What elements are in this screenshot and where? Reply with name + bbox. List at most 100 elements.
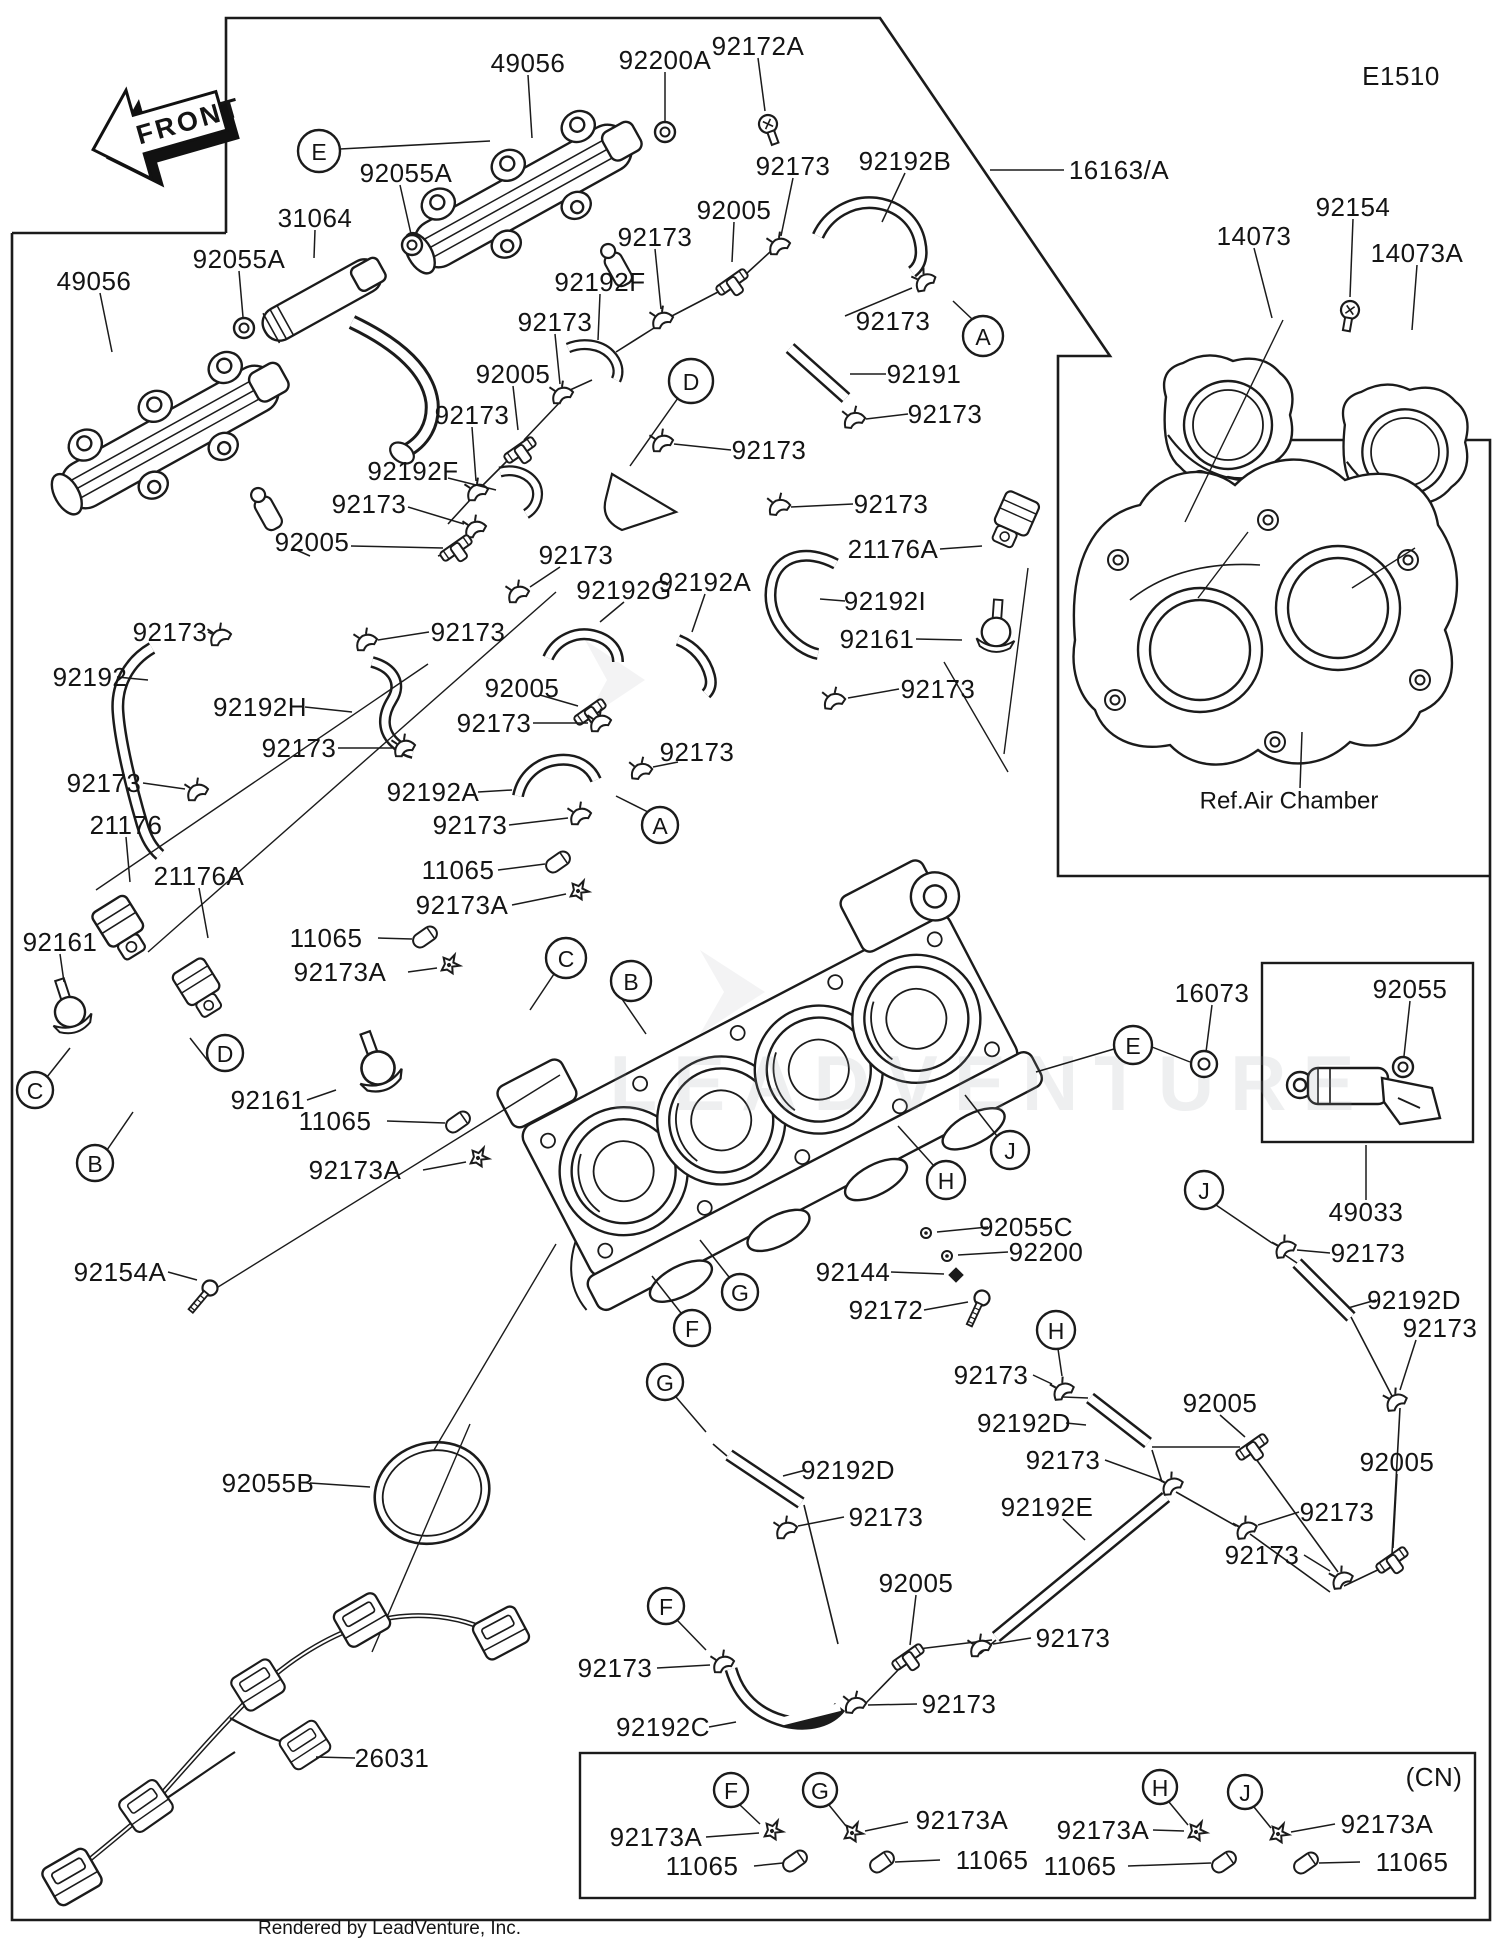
part-label-14073A: 14073A — [1371, 238, 1463, 331]
injector-small-left — [250, 486, 283, 532]
part-number-text: 14073 — [1217, 221, 1292, 251]
part-number-text: 92172A — [712, 31, 805, 61]
part-number-text: 92173 — [856, 306, 931, 336]
callout-letter: E — [311, 139, 326, 165]
part-number-text: 92191 — [887, 359, 962, 389]
part-label-92173: 92173 — [348, 617, 505, 654]
oring-icon — [1391, 1055, 1415, 1079]
callout-C: C — [529, 936, 588, 1011]
part-number-text: 92192B — [859, 146, 952, 176]
part-number-text: 92200A — [619, 45, 712, 75]
part-label-92161: 92161 — [231, 1085, 337, 1115]
part-number-text: 92173 — [849, 1502, 924, 1532]
part-number-text: E1510 — [1362, 61, 1440, 91]
callout-G: G — [645, 1362, 707, 1433]
part-number-text: 92173 — [1300, 1497, 1375, 1527]
part-label-92173: 92173 — [67, 768, 211, 804]
callout-E: E — [296, 128, 491, 174]
part-label-92173: 92173 — [332, 489, 489, 541]
callout-H: H — [1141, 1768, 1189, 1826]
part-number-text: 92192G — [576, 575, 672, 605]
part-number-text: 92192F — [554, 267, 645, 297]
hose-guard — [603, 472, 679, 532]
sensor-21176A — [169, 955, 232, 1023]
part-label-92055C: 92055C — [920, 1212, 1073, 1242]
part-label-92173: 92173 — [1026, 1445, 1186, 1499]
part-number-text: 92173 — [578, 1653, 653, 1683]
callout-F: F — [651, 1275, 712, 1348]
part-label-92173A: 92173A — [1264, 1809, 1434, 1848]
part-number-text: 92173 — [133, 617, 208, 647]
part-number-text: 92055B — [222, 1468, 315, 1498]
callout-B: B — [75, 1111, 134, 1183]
part-number-text: 92173 — [1403, 1313, 1478, 1343]
part-number-text: 92173 — [854, 489, 929, 519]
clamp-icon — [762, 489, 793, 519]
part-label-92192D: 92192D — [782, 1455, 895, 1485]
tee-icon — [714, 267, 755, 305]
clip-icon — [435, 951, 464, 979]
part-label-E1510: E1510 — [1362, 61, 1440, 91]
clamp-icon — [644, 425, 676, 455]
part-number-text: 92173A — [1341, 1809, 1434, 1839]
part-label-92161: 92161 — [23, 927, 98, 983]
callout-letter: F — [724, 1778, 738, 1804]
callout-A: A — [615, 795, 680, 845]
callout-J: J — [1226, 1773, 1272, 1829]
part-number-text: 92192C — [616, 1712, 710, 1742]
part-label-92173: 92173 — [1378, 1313, 1478, 1415]
clip-icon — [1182, 1818, 1211, 1846]
screw-icon — [961, 1286, 994, 1330]
part-number-text: 49033 — [1329, 1197, 1404, 1227]
part-label-92161: 92161 — [840, 624, 963, 654]
part-label-92173: 92173 — [962, 1623, 1110, 1660]
part-label-92173: 92173 — [518, 307, 593, 407]
pin-icon — [866, 1847, 898, 1877]
oring-icon — [400, 233, 424, 257]
part-label-92173: 92173 — [837, 399, 982, 432]
part-number-text: 92161 — [231, 1085, 306, 1115]
part-label-26031: 26031 — [315, 1743, 429, 1773]
part-number-text: 92200 — [1009, 1237, 1084, 1267]
part-number-text: 92173 — [457, 708, 532, 738]
part-number-text: (CN) — [1406, 1762, 1463, 1792]
part-number-text: 92173 — [518, 307, 593, 337]
part-number-text: 92173A — [1057, 1815, 1150, 1845]
part-label-92192F: 92192F — [367, 456, 497, 491]
throttle-body — [496, 859, 1044, 1312]
clamp-icon — [768, 1512, 800, 1542]
gasket-92055B — [373, 1440, 491, 1546]
part-number-text: 92192D — [1367, 1285, 1461, 1315]
sensor-92161-mid — [343, 1024, 408, 1099]
part-number-text: 92005 — [485, 673, 560, 703]
part-label-92173: 92173 — [762, 489, 929, 519]
callout-letter: F — [685, 1316, 699, 1342]
part-number-text: 92161 — [23, 927, 98, 957]
part-number-text: 92173A — [416, 890, 509, 920]
part-number-text: 92173 — [539, 540, 614, 570]
callout-letter: C — [27, 1078, 44, 1104]
part-number-text: 21176 — [90, 810, 163, 840]
callout-letter: A — [652, 813, 668, 839]
part-label-11065: 11065 — [1044, 1847, 1240, 1881]
front-arrow: FRONT — [91, 86, 245, 188]
part-number-text: 92192A — [387, 777, 480, 807]
part-number-text: 92005 — [476, 359, 551, 389]
part-label-92005: 92005 — [476, 359, 551, 473]
part-label-92173: 92173 — [578, 1646, 737, 1683]
callout-letter: B — [623, 969, 638, 995]
part-number-text: 31064 — [278, 203, 353, 233]
part-label-49033: 49033 — [1329, 1145, 1404, 1227]
washer-icon — [1189, 1049, 1219, 1079]
fuel-rail-left — [50, 350, 290, 516]
part-label-92173: 92173 — [954, 1360, 1077, 1404]
part-label-92005: 92005 — [485, 673, 613, 735]
part-label-92173: 92173 — [756, 151, 830, 258]
part-number-text: 92192D — [977, 1408, 1071, 1438]
part-label-92192A: 92192A — [387, 777, 513, 807]
injector-small-right — [600, 242, 633, 288]
part-number-text: 92055A — [360, 158, 453, 188]
part-label-92154: 92154 — [1316, 192, 1390, 334]
bolt-icon — [1336, 298, 1362, 334]
